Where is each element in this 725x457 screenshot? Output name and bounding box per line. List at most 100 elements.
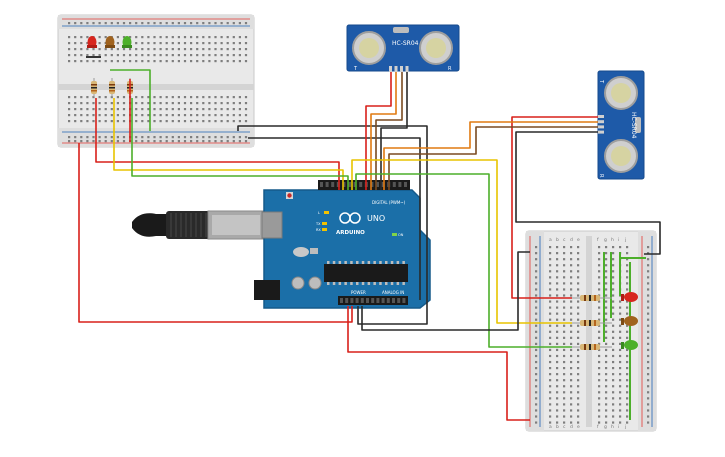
- power-analog-pin[interactable]: [381, 298, 385, 303]
- arduino-uno-board[interactable]: ARDUINO UNO DIGITAL (PWM~) POWER ANALOG …: [254, 180, 431, 309]
- wires: [78, 69, 661, 421]
- power-analog-pin[interactable]: [350, 298, 354, 303]
- resistor-right-3[interactable]: [572, 344, 612, 350]
- digital-pin[interactable]: [353, 182, 357, 187]
- led-red-right[interactable]: [621, 292, 638, 302]
- power-analog-pin[interactable]: [345, 298, 349, 303]
- wire-black[interactable]: [515, 131, 661, 255]
- sensor-t-label: T: [353, 66, 358, 72]
- resistor-top-2[interactable]: [109, 78, 115, 97]
- led-l-label: L: [318, 211, 320, 215]
- capacitor: [291, 276, 305, 290]
- led-red-top[interactable]: [87, 36, 97, 48]
- sensor-r-label: R: [448, 66, 452, 72]
- wire-green[interactable]: [131, 98, 349, 190]
- wire-red[interactable]: [78, 143, 353, 323]
- power-analog-pin[interactable]: [392, 298, 395, 303]
- power-jack: [254, 280, 280, 300]
- wire-black[interactable]: [380, 72, 408, 190]
- sensor-pin[interactable]: [389, 66, 392, 72]
- ultrasonic-sensor-right[interactable]: HC-SR04 T R: [597, 70, 645, 180]
- digital-pin[interactable]: [325, 182, 329, 187]
- power-label: POWER: [351, 290, 366, 295]
- wire-black[interactable]: [237, 125, 428, 325]
- wire-red[interactable]: [365, 72, 392, 190]
- power-analog-pin[interactable]: [371, 298, 375, 303]
- wire-red[interactable]: [511, 116, 598, 299]
- wire-black[interactable]: [361, 251, 530, 331]
- breadboard-holes: [68, 22, 248, 143]
- sensor-r-label: R: [598, 174, 604, 178]
- column-letter: g: [604, 238, 607, 243]
- power-analog-pin[interactable]: [402, 298, 406, 303]
- breadboard-holes: [535, 246, 650, 424]
- breadboard-top-left[interactable]: [57, 14, 255, 148]
- digital-pin[interactable]: [398, 182, 402, 187]
- column-letter: c: [563, 238, 566, 243]
- power-analog-pin[interactable]: [386, 298, 390, 303]
- wire-orange[interactable]: [370, 72, 397, 190]
- led-brown-right[interactable]: [621, 316, 638, 326]
- column-letter: c: [563, 425, 566, 430]
- digital-pin[interactable]: [392, 182, 396, 187]
- led-green-right[interactable]: [621, 340, 638, 350]
- sensor-pin[interactable]: [598, 130, 604, 134]
- column-letter: a: [549, 238, 552, 243]
- wire-yellow[interactable]: [351, 159, 572, 324]
- sensor-pin[interactable]: [598, 120, 604, 124]
- sensor-pin[interactable]: [400, 66, 403, 72]
- ultrasonic-sensor-top[interactable]: HC-SR04 T R: [346, 24, 460, 72]
- resistor-top-1[interactable]: [91, 78, 97, 97]
- sensor-model-label: HC-SR04: [630, 112, 637, 139]
- power-analog-pin[interactable]: [366, 298, 369, 303]
- led-rx-label: RX: [316, 228, 321, 232]
- wire-red[interactable]: [347, 306, 530, 421]
- digital-header: [318, 180, 410, 190]
- digital-pin[interactable]: [320, 182, 323, 187]
- led-green-top[interactable]: [122, 36, 132, 48]
- column-letter: h: [611, 237, 614, 243]
- wire-yellow[interactable]: [113, 98, 344, 190]
- digital-pin[interactable]: [404, 182, 407, 187]
- resistor-right-2[interactable]: [572, 320, 612, 326]
- resistor-right-1[interactable]: [572, 295, 612, 301]
- wire-orange[interactable]: [383, 121, 598, 190]
- power-analog-pin[interactable]: [340, 298, 343, 303]
- column-letter: b: [556, 237, 559, 243]
- column-letter: d: [570, 424, 573, 430]
- wire-black[interactable]: [248, 137, 421, 300]
- sensor-model-label: HC-SR04: [392, 40, 419, 47]
- column-letter: e: [577, 238, 580, 243]
- sensor-pin[interactable]: [598, 115, 604, 118]
- power-analog-pin[interactable]: [355, 298, 359, 303]
- column-letter: a: [549, 425, 552, 430]
- digital-pin[interactable]: [342, 182, 346, 187]
- digital-pin[interactable]: [348, 182, 351, 187]
- led-tx-label: TX: [315, 222, 321, 226]
- capacitor: [308, 276, 322, 290]
- power-analog-pin[interactable]: [376, 298, 380, 303]
- power-analog-pin[interactable]: [360, 298, 364, 303]
- sensor-pin[interactable]: [394, 66, 398, 72]
- digital-pin[interactable]: [331, 182, 335, 187]
- led-brown-top[interactable]: [105, 36, 115, 48]
- wire-brown[interactable]: [375, 72, 403, 190]
- analog-label: ANALOG IN: [382, 290, 404, 295]
- digital-pin[interactable]: [359, 182, 363, 187]
- column-letter: e: [577, 425, 580, 430]
- wire-brown[interactable]: [388, 126, 598, 190]
- digital-pin[interactable]: [381, 182, 385, 187]
- sensor-pin[interactable]: [598, 125, 604, 129]
- digital-pin[interactable]: [370, 182, 374, 187]
- sensor-pin[interactable]: [405, 66, 409, 72]
- wire-green[interactable]: [110, 69, 151, 131]
- wire-green[interactable]: [355, 173, 572, 348]
- column-letter: b: [556, 424, 559, 430]
- usb-cable[interactable]: [132, 210, 265, 240]
- power-analog-pin[interactable]: [397, 298, 401, 303]
- on-label: ON: [398, 233, 404, 237]
- digital-pin[interactable]: [376, 182, 379, 187]
